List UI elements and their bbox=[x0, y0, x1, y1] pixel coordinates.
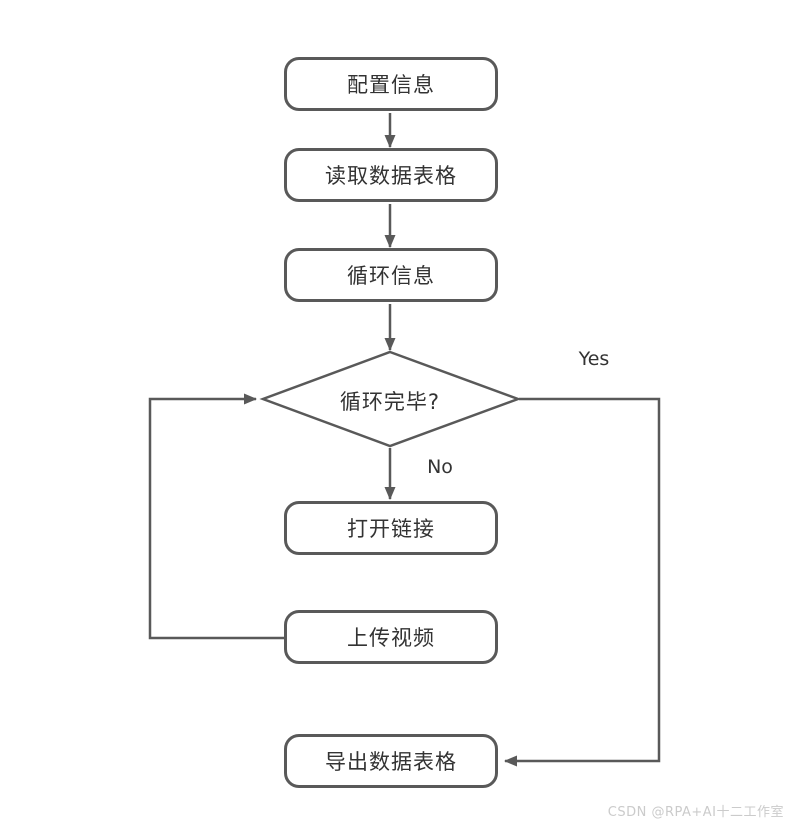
node-read-data-table-label: 读取数据表格 bbox=[325, 164, 457, 188]
edge-upload-loopback bbox=[148, 393, 284, 640]
node-export-data-table: 导出数据表格 bbox=[284, 734, 498, 788]
node-open-link: 打开链接 bbox=[284, 501, 498, 555]
decision-diamond-shape bbox=[259, 350, 522, 448]
node-config-info-label: 配置信息 bbox=[347, 73, 435, 97]
node-upload-video-label: 上传视频 bbox=[347, 626, 435, 650]
watermark-text: CSDN @RPA+AI十二工作室 bbox=[607, 805, 784, 820]
edge-decision-yes bbox=[504, 397, 661, 767]
node-upload-video: 上传视频 bbox=[284, 610, 498, 664]
node-export-data-table-label: 导出数据表格 bbox=[325, 750, 457, 774]
node-open-link-label: 打开链接 bbox=[347, 517, 435, 541]
node-read-data-table: 读取数据表格 bbox=[284, 148, 498, 202]
node-config-info: 配置信息 bbox=[284, 57, 498, 111]
decision-diamond-label: 循环完毕? bbox=[339, 390, 441, 414]
node-loop-info: 循环信息 bbox=[284, 248, 498, 302]
branch-label-yes: Yes bbox=[578, 348, 610, 370]
node-loop-info-label: 循环信息 bbox=[347, 264, 435, 288]
branch-label-no: No bbox=[427, 456, 453, 478]
